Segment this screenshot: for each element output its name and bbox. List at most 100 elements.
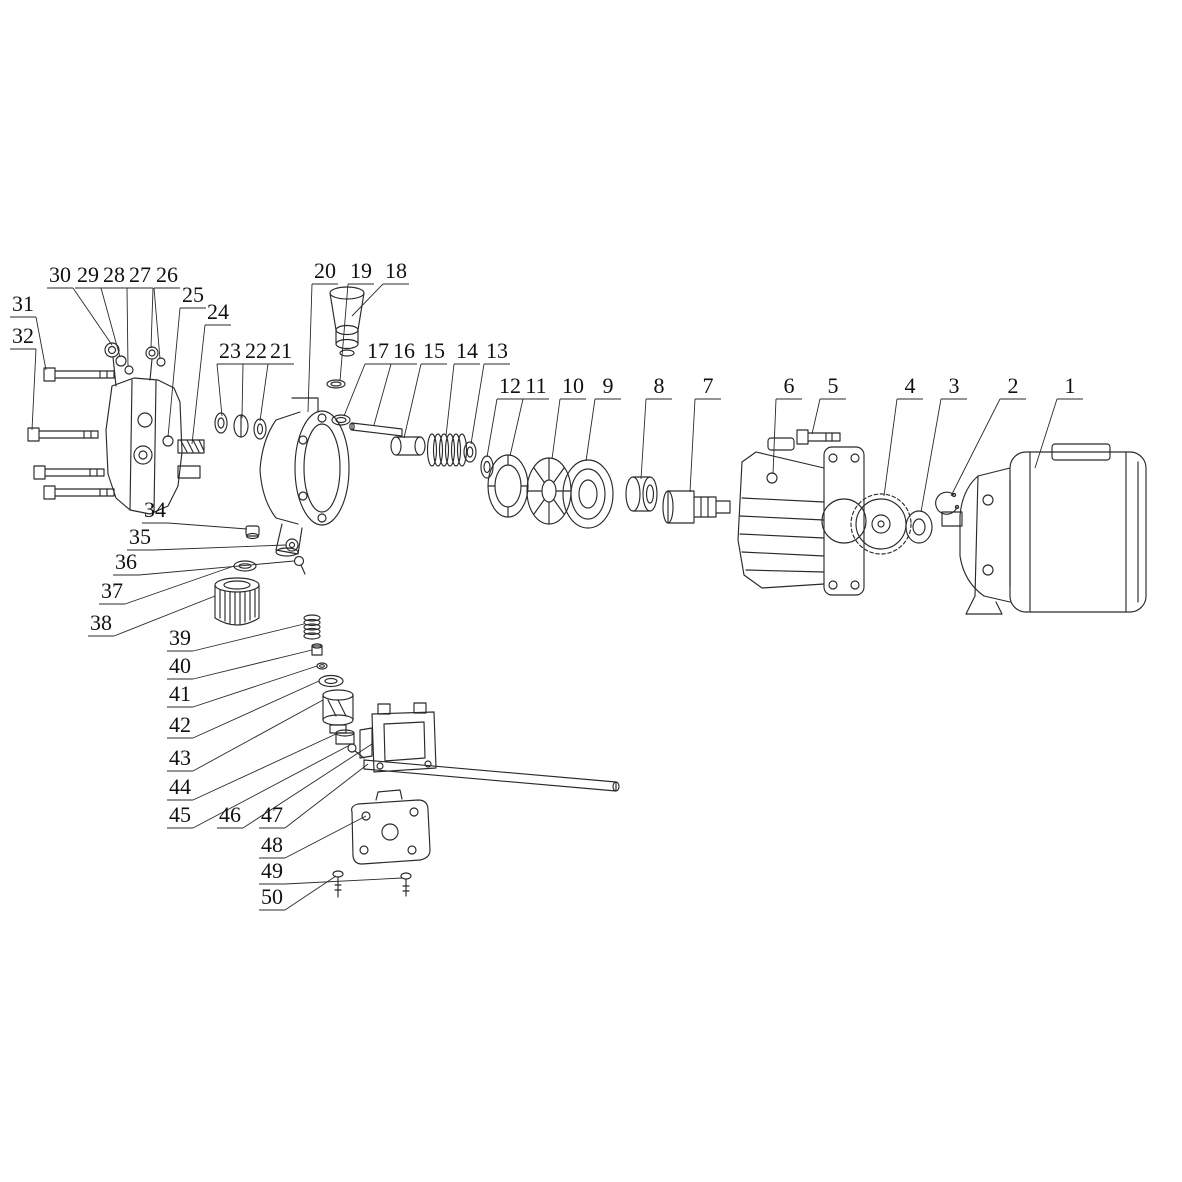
part-callout-50: 50 <box>259 875 337 911</box>
part-label-27: 27 <box>129 262 151 287</box>
threaded-plug-drawing-38 <box>214 577 260 626</box>
part-callout-39: 39 <box>167 623 305 652</box>
part-label-31: 31 <box>12 291 34 316</box>
washer-drawing-13 <box>463 441 477 463</box>
part-callout-22: 22 <box>241 338 269 419</box>
connector-drawing-44 <box>335 729 355 745</box>
part-callout-3: 3 <box>920 373 967 513</box>
leader-line <box>191 324 206 445</box>
leader-line <box>339 283 349 382</box>
valve-poppet-drawing-36 <box>293 555 306 575</box>
part-callout-4: 4 <box>883 373 923 497</box>
leader-line <box>284 877 403 885</box>
crankcase-drawing <box>737 437 867 596</box>
washer-drawing-21 <box>253 418 267 440</box>
leader-line <box>343 363 366 417</box>
part-callout-32: 32 <box>10 323 37 431</box>
part-label-39: 39 <box>169 625 191 650</box>
part-callout-12: 12 <box>486 373 523 458</box>
bolt-drawing-5 <box>796 429 841 445</box>
bolt-drawing-32a <box>27 427 99 442</box>
leader-line <box>72 287 113 346</box>
funnel-cap-drawing <box>329 286 365 357</box>
leader-line <box>403 363 422 439</box>
o-ring-drawing-17 <box>331 414 351 426</box>
leader-line <box>192 733 337 801</box>
pump-head-drawing <box>259 397 350 557</box>
seal-nut-drawing <box>625 476 658 512</box>
part-callout-31: 31 <box>10 291 47 371</box>
gear-drawing <box>850 493 912 555</box>
leader-line <box>284 815 367 859</box>
part-callout-30: 30 <box>47 262 113 346</box>
piston-rod-drawing <box>390 436 426 456</box>
part-label-25: 25 <box>182 282 204 307</box>
part-label-1: 1 <box>1065 373 1076 398</box>
part-label-36: 36 <box>115 549 137 574</box>
bearing-ring-drawing <box>487 454 529 518</box>
cap-drawing-34 <box>245 525 260 540</box>
leader-line <box>284 875 337 911</box>
leader-line <box>192 699 324 772</box>
motor-drawing <box>941 443 1147 615</box>
part-callout-18: 18 <box>351 258 409 317</box>
part-callout-47: 47 <box>259 763 369 829</box>
part-label-13: 13 <box>486 338 508 363</box>
part-label-29: 29 <box>77 262 99 287</box>
leader-line <box>113 595 216 637</box>
part-callout-13: 13 <box>470 338 510 445</box>
leader-line <box>551 398 561 460</box>
part-label-47: 47 <box>261 802 283 827</box>
leader-line <box>153 287 161 360</box>
leader-line <box>585 398 596 462</box>
part-callout-37: 37 <box>99 565 235 605</box>
part-callout-2: 2 <box>950 373 1026 497</box>
leader-line <box>772 398 777 475</box>
part-callout-49: 49 <box>259 858 403 885</box>
bracket-drawing-46 <box>359 702 437 773</box>
part-label-22: 22 <box>245 338 267 363</box>
part-label-32: 32 <box>12 323 34 348</box>
o-ring-drawing-41 <box>316 662 328 670</box>
part-callout-8: 8 <box>640 373 672 480</box>
part-callout-11: 11 <box>509 373 549 457</box>
part-callout-1: 1 <box>1034 373 1083 469</box>
washer-drawing-42 <box>318 674 344 688</box>
leader-line <box>242 743 373 829</box>
part-callout-28: 28 <box>101 262 129 368</box>
leader-line <box>241 363 244 419</box>
part-label-17: 17 <box>367 338 389 363</box>
part-label-35: 35 <box>129 524 151 549</box>
spring-drawing-39 <box>303 614 321 640</box>
leader-line <box>351 283 384 317</box>
part-label-26: 26 <box>156 262 178 287</box>
leader-line <box>192 665 318 708</box>
part-callout-7: 7 <box>689 373 721 493</box>
part-label-15: 15 <box>423 338 445 363</box>
part-label-42: 42 <box>169 712 191 737</box>
washer-drawing-12 <box>480 455 494 479</box>
valve-cartridge-drawing-43 <box>322 689 354 734</box>
leader-line <box>167 522 248 530</box>
leader-line <box>486 398 498 458</box>
part-callout-5: 5 <box>811 373 846 435</box>
leader-line <box>31 348 37 431</box>
leader-line <box>1034 398 1058 469</box>
part-label-8: 8 <box>654 373 665 398</box>
screw-drawing-49 <box>400 872 412 897</box>
plate-drawing-48 <box>351 789 431 865</box>
small-cylinder-drawing-40 <box>311 643 323 656</box>
part-label-6: 6 <box>784 373 795 398</box>
part-label-37: 37 <box>101 578 123 603</box>
part-label-34: 34 <box>144 497 166 522</box>
part-callout-14: 14 <box>445 338 480 437</box>
part-label-10: 10 <box>562 373 584 398</box>
part-label-41: 41 <box>169 681 191 706</box>
leader-line <box>152 544 287 551</box>
plunger-drawing <box>662 490 731 524</box>
part-callout-29: 29 <box>75 262 121 358</box>
part-label-2: 2 <box>1008 373 1019 398</box>
part-callout-17: 17 <box>343 338 391 417</box>
leader-line <box>640 398 647 480</box>
